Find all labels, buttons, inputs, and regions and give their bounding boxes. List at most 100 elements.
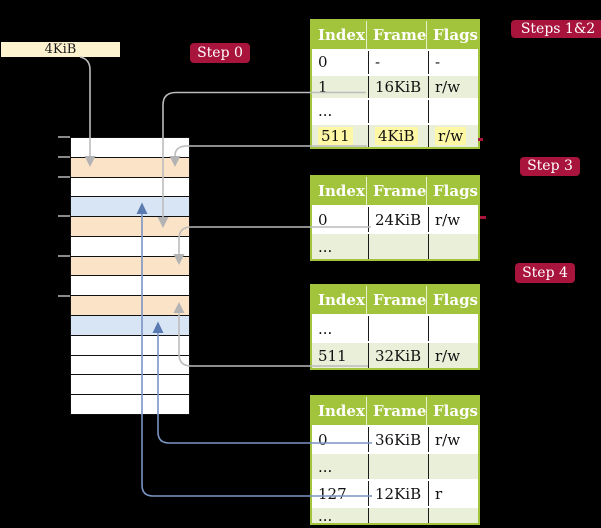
cell-flags: r/w — [428, 75, 478, 98]
memory-frame-row — [71, 138, 189, 158]
cell-frame — [368, 234, 428, 259]
cell-index: 0 — [318, 210, 328, 229]
cell-flags: r/w — [428, 427, 478, 452]
cell-index: 127 — [318, 484, 347, 503]
cell-flags: - — [428, 51, 478, 74]
memory-frame-row — [71, 256, 189, 277]
cell-frame: 12KiB — [368, 481, 428, 506]
header-frame: Frame — [366, 177, 426, 205]
cell-index: 0 — [318, 53, 328, 72]
table-row: ... — [312, 98, 478, 123]
cell-frame: 4KiB — [368, 124, 428, 147]
cell-index: 0 — [318, 430, 328, 449]
memory-frame-row — [71, 355, 189, 376]
cell-frame: 24KiB — [368, 207, 428, 232]
address-tick — [58, 295, 70, 297]
header-index: Index — [318, 402, 365, 420]
header-index: Index — [318, 182, 365, 200]
red-marker — [480, 216, 486, 219]
memory-frame-row — [71, 335, 189, 356]
address-tick — [58, 136, 70, 138]
memory-frame-row — [71, 236, 189, 257]
cell-frame: - — [368, 51, 428, 74]
memory-frame-row — [71, 395, 189, 414]
cell-frame: 16KiB — [368, 75, 428, 98]
highlighted-value: 511 — [318, 126, 353, 145]
table-row: 511 4KiB r/w — [312, 122, 478, 148]
cell-flags — [428, 454, 478, 479]
memory-frame-row — [71, 296, 189, 317]
cell-flags — [428, 316, 478, 341]
highlighted-value: 4KiB — [375, 126, 418, 145]
cell-frame — [368, 316, 428, 341]
header-flags: Flags — [426, 177, 478, 205]
cell-flags: r/w — [428, 343, 478, 368]
cell-frame — [368, 508, 428, 523]
cell-index: 1 — [318, 77, 328, 96]
table-row: ... — [312, 232, 478, 259]
memory-frame-row — [71, 375, 189, 396]
table-row: ... — [312, 314, 478, 341]
cell-flags: r/w — [428, 124, 478, 147]
header-index: Index — [318, 291, 365, 309]
cell-frame: 36KiB — [368, 427, 428, 452]
badge-step-4: Step 4 — [515, 263, 575, 283]
cell-flags — [428, 100, 478, 123]
cell-frame — [368, 100, 428, 123]
cell-flags — [428, 234, 478, 259]
memory-frame-row — [71, 177, 189, 198]
memory-frame-row — [71, 157, 189, 178]
red-marker — [478, 138, 483, 141]
frame-size-label: 4KiB — [1, 42, 120, 57]
address-tick — [58, 156, 70, 158]
table-row: ... — [312, 452, 478, 479]
table-row: ... — [312, 506, 478, 525]
badge-steps-1-2: Steps 1&2 — [511, 20, 601, 38]
arrow-entry511-to-4kib — [169, 145, 367, 167]
highlighted-value: r/w — [435, 126, 467, 145]
cell-frame — [368, 454, 428, 479]
cell-flags: r/w — [428, 207, 478, 232]
table-row: 0 -- — [312, 49, 478, 74]
memory-frame-row — [71, 197, 189, 218]
memory-frame-row — [71, 316, 189, 336]
address-tick — [58, 255, 70, 257]
cell-flags — [428, 508, 478, 523]
cell-index: ... — [318, 457, 333, 476]
memory-column — [70, 137, 190, 415]
badge-step-3: Step 3 — [520, 157, 580, 176]
badge-step-0: Step 0 — [190, 43, 250, 63]
cell-flags: r — [428, 481, 478, 506]
memory-frame-row — [71, 217, 189, 237]
cell-index: 511 — [312, 125, 368, 148]
cell-frame: 32KiB — [368, 343, 428, 368]
cell-index: ... — [318, 319, 333, 338]
address-tick — [58, 215, 70, 217]
header-frame: Frame — [366, 21, 426, 49]
cell-index: ... — [318, 102, 333, 121]
cell-index: ... — [318, 506, 333, 525]
cell-index: ... — [318, 237, 333, 256]
header-index: Index — [318, 26, 365, 44]
address-tick — [58, 176, 70, 178]
cell-index: 511 — [318, 346, 347, 365]
header-frame: Frame — [366, 286, 426, 314]
header-flags: Flags — [426, 286, 478, 314]
header-flags: Flags — [426, 397, 478, 425]
memory-frame-row — [71, 276, 189, 297]
header-frame: Frame — [366, 397, 426, 425]
header-flags: Flags — [426, 21, 478, 49]
